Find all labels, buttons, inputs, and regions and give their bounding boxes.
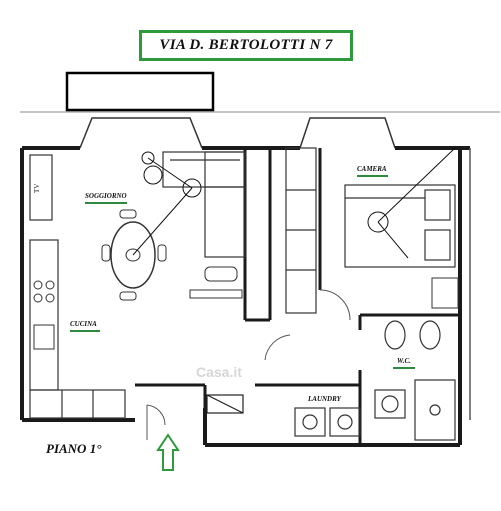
room-label-camera: CAMERA — [357, 165, 387, 173]
floor-label: PIANO 1° — [46, 441, 102, 456]
underline-cucina — [70, 330, 100, 332]
nightstand — [431, 277, 459, 309]
dining-table — [110, 221, 156, 289]
room-label-wc: W.C. — [397, 357, 411, 365]
room-label-soggiorno: SOGGIORNO — [85, 192, 127, 200]
chairs — [101, 209, 167, 301]
room-label-cucina: CUCINA — [70, 320, 97, 328]
hob — [33, 280, 55, 303]
tv-unit — [189, 289, 243, 299]
underline-wc — [393, 367, 415, 369]
entrance-arrow — [156, 433, 180, 471]
outer-walls — [20, 146, 470, 447]
street-name-box: VIA D. BERTOLOTTI N 7 — [139, 30, 353, 61]
sofa — [162, 151, 246, 258]
wardrobe — [285, 147, 317, 314]
underline-camera — [357, 175, 388, 177]
window-bay-left — [79, 117, 203, 149]
tv-label: TV — [33, 183, 41, 193]
pouf — [204, 266, 238, 282]
boiler — [206, 394, 244, 414]
light-fixtures — [132, 151, 202, 256]
laundry-machines — [294, 407, 361, 437]
street-name: VIA D. BERTOLOTTI N 7 — [159, 37, 333, 53]
room-label-laundry: LAUNDRY — [308, 395, 341, 403]
bedroom-light — [367, 211, 389, 233]
window-bay-right — [299, 117, 396, 149]
kitchen-counter — [29, 154, 126, 419]
wc-fixtures — [374, 320, 456, 441]
underline-soggiorno — [85, 202, 127, 204]
watermark: Casa.it — [196, 364, 242, 380]
kitchen-sink — [33, 324, 55, 350]
door-swings — [146, 289, 351, 440]
bed — [344, 184, 456, 268]
balcony-box — [65, 71, 215, 112]
